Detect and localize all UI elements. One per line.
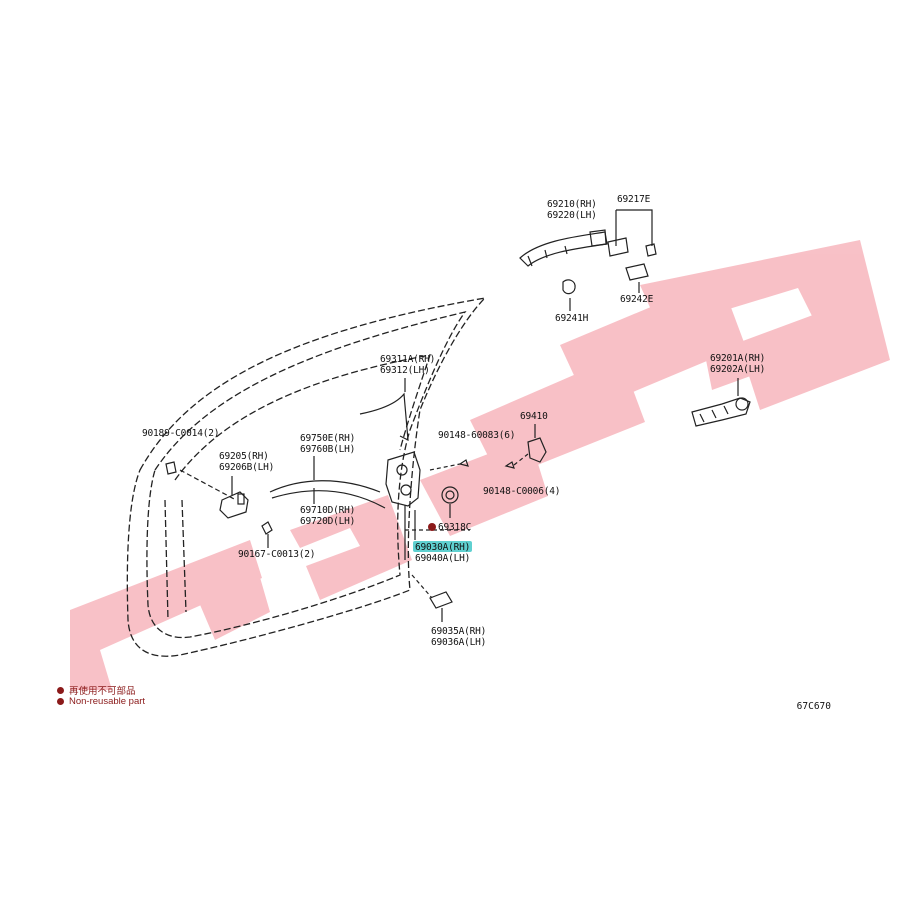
label-69311A: 69311A(RH) bbox=[380, 354, 435, 365]
door-lock-assembly bbox=[385, 451, 470, 560]
label-69720D: 69720D(LH) bbox=[300, 516, 355, 527]
striker-69410 bbox=[429, 424, 547, 471]
label-90167: 90167-C0013(2) bbox=[238, 549, 315, 560]
legend-dot bbox=[57, 698, 64, 705]
label-69202A: 69202A(LH) bbox=[710, 364, 765, 375]
diagram-id: 67C670 bbox=[796, 701, 831, 712]
lock-cylinder bbox=[691, 378, 751, 427]
label-69217E: 69217E bbox=[617, 194, 651, 205]
control-cables bbox=[269, 456, 386, 509]
inside-handle bbox=[165, 461, 273, 548]
label-90189: 90189-C0014(2) bbox=[142, 428, 219, 439]
label-90148-C0006: 90148-C0006(4) bbox=[483, 486, 560, 497]
label-69410: 69410 bbox=[520, 411, 548, 422]
outside-handle bbox=[519, 229, 608, 267]
label-69201A: 69201A(RH) bbox=[710, 353, 765, 364]
part-labels: 69210(RH) 69220(LH) 69217E 69242E 69241H… bbox=[142, 194, 765, 648]
label-69241H: 69241H bbox=[555, 313, 589, 324]
label-69710D: 69710D(RH) bbox=[300, 505, 355, 516]
legend-en: Non-reusable part bbox=[57, 696, 145, 707]
label-69750E: 69750E(RH) bbox=[300, 433, 355, 444]
highlight-69030A bbox=[413, 541, 472, 552]
label-69035A: 69035A(RH) bbox=[431, 626, 486, 637]
label-69206B: 69206B(LH) bbox=[219, 462, 274, 473]
watermark-logo bbox=[70, 240, 890, 690]
non-reusable-marker bbox=[428, 523, 436, 531]
legend-en-text: Non-reusable part bbox=[69, 696, 146, 707]
door-outline bbox=[126, 297, 487, 657]
label-69760B: 69760B(LH) bbox=[300, 444, 355, 455]
pad-69242E bbox=[625, 263, 649, 293]
label-69242E: 69242E bbox=[620, 294, 654, 305]
label-69030A: 69030A(RH) bbox=[415, 542, 470, 553]
label-69036A: 69036A(LH) bbox=[431, 637, 486, 648]
legend-jp: 再使用不可部品 bbox=[57, 683, 136, 697]
label-69205: 69205(RH) bbox=[219, 451, 269, 462]
legend-dot bbox=[57, 686, 64, 694]
handle-cover-69217E bbox=[607, 209, 657, 257]
legend-jp-text: 再使用不可部品 bbox=[69, 686, 136, 697]
label-69040A: 69040A(LH) bbox=[415, 553, 470, 564]
label-69220: 69220(LH) bbox=[547, 210, 597, 221]
label-69210: 69210(RH) bbox=[547, 199, 597, 210]
label-90148-60083: 90148-60083(6) bbox=[438, 430, 515, 441]
rod-69311A bbox=[359, 378, 409, 442]
bracket-69035A bbox=[411, 574, 453, 622]
label-69312: 69312(LH) bbox=[380, 365, 430, 376]
label-69318C: 69318C bbox=[438, 522, 471, 533]
part-69318C bbox=[441, 486, 459, 518]
pad-69241H bbox=[562, 279, 576, 311]
